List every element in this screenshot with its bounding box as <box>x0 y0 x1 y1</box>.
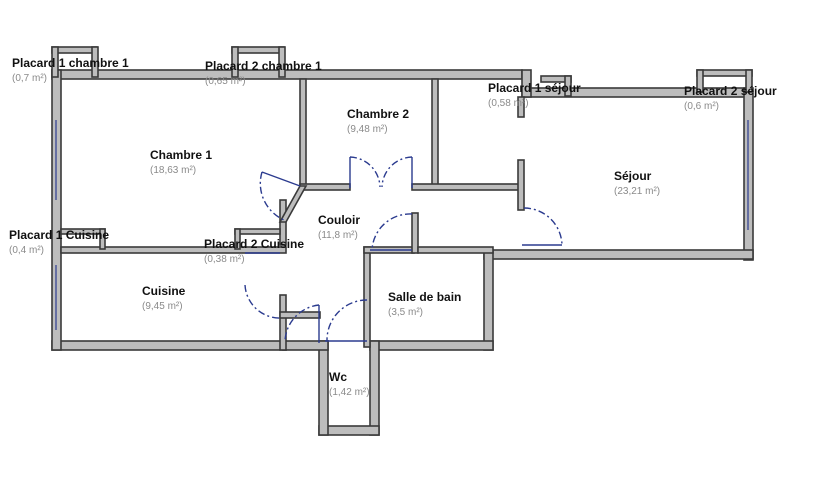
room-name-placard1-chambre1: Placard 1 chambre 1 <box>12 56 129 70</box>
room-area-cuisine: (9,45 m²) <box>142 301 183 312</box>
doors <box>244 156 563 343</box>
room-name-cuisine: Cuisine <box>142 284 186 298</box>
room-area-placard2-cuisine: (0,38 m²) <box>204 254 245 265</box>
room-name-wc: Wc <box>329 370 347 384</box>
room-name-placard2-chambre1: Placard 2 chambre 1 <box>205 59 322 73</box>
room-area-sdb: (3,5 m²) <box>388 307 423 318</box>
room-area-chambre1: (18,63 m²) <box>150 165 197 176</box>
room-name-sdb: Salle de bain <box>388 290 462 304</box>
room-area-sejour: (23,21 m²) <box>614 186 661 197</box>
room-area-placard1-chambre1: (0,7 m²) <box>12 73 47 84</box>
room-name-placard1-sejour: Placard 1 séjour <box>488 81 581 95</box>
room-name-couloir: Couloir <box>318 213 360 227</box>
room-name-placard1-cuisine: Placard 1 Cuisine <box>9 228 110 242</box>
room-area-placard2-chambre1: (0,65 m²) <box>205 76 246 87</box>
windows <box>55 120 749 330</box>
room-name-chambre1: Chambre 1 <box>150 148 213 162</box>
room-area-couloir: (11,8 m²) <box>318 230 358 241</box>
room-name-sejour: Séjour <box>614 169 652 183</box>
interior-walls <box>60 78 525 351</box>
room-area-placard1-sejour: (0,58 m²) <box>488 98 529 109</box>
room-area-placard2-sejour: (0,6 m²) <box>684 101 719 112</box>
room-area-chambre2: (9,48 m²) <box>347 124 388 135</box>
room-name-placard2-sejour: Placard 2 séjour <box>684 84 777 98</box>
closet-bumps <box>51 46 753 97</box>
room-name-placard2-cuisine: Placard 2 Cuisine <box>204 237 305 251</box>
room-area-wc: (1,42 m²) <box>329 387 370 398</box>
room-name-chambre2: Chambre 2 <box>347 107 410 121</box>
room-area-placard1-cuisine: (0,4 m²) <box>9 245 44 256</box>
